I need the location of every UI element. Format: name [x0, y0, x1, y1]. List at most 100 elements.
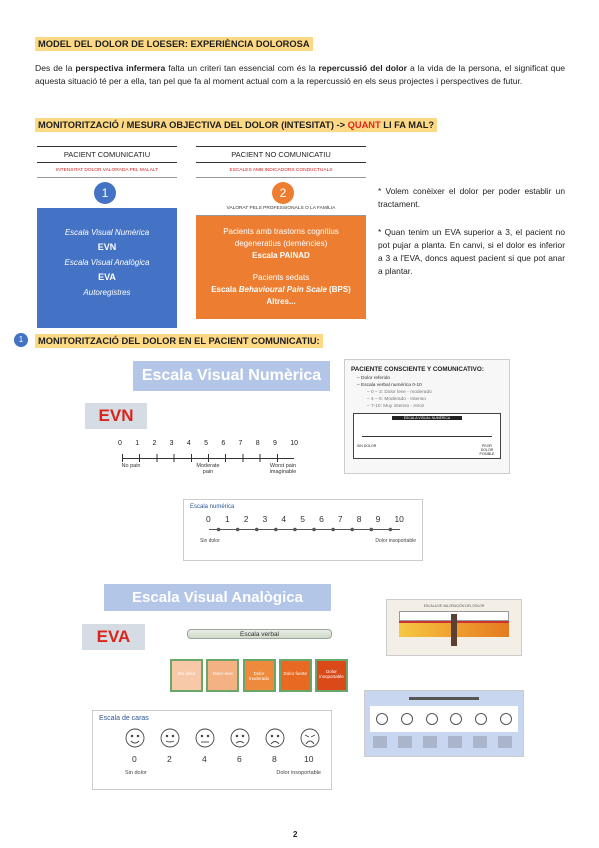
- caras-faces: [125, 728, 320, 748]
- item-bps-a: Escala: [211, 285, 239, 294]
- face-num-4: 4: [202, 754, 207, 764]
- intro-text-3: a la vida de la persona, el significat q…: [35, 63, 566, 86]
- box-pacient-comunicatiu: PACIENT COMUNICATIU INTENSITAT DOLOR VAL…: [37, 146, 177, 328]
- verbal-box-moderado: Dolor moderado: [242, 659, 276, 692]
- evn-banner: Escala Visual Numèrica: [133, 361, 330, 391]
- numerica-right: Dolor insoportable: [375, 538, 416, 544]
- evn-num-1: 1: [135, 440, 140, 447]
- face-num-0: 0: [132, 754, 137, 764]
- face-num-8: 8: [272, 754, 277, 764]
- consciente-left: SIN DOLOR: [357, 444, 377, 448]
- item-bps-c: (BPS): [326, 285, 351, 294]
- evn-num-10: 10: [290, 440, 298, 447]
- num-10: 10: [394, 514, 404, 524]
- badge-1: 1: [94, 182, 116, 204]
- section3-badge: 1: [14, 333, 28, 347]
- evn-num-3: 3: [169, 440, 174, 447]
- face-6-icon: [230, 728, 250, 748]
- num-7: 7: [337, 514, 343, 524]
- evn-label-no-pain: No pain: [121, 463, 141, 469]
- evn-label-worst: Worst pain imaginable: [269, 463, 297, 475]
- consciente-l1: – Dolor referido: [357, 376, 391, 381]
- faces-blue-card: [364, 690, 524, 757]
- item-sedats: Pacients sedats: [252, 273, 310, 282]
- blue-face-3-icon: [425, 713, 438, 725]
- num-3: 3: [262, 514, 268, 524]
- ruler-title: ESCALA DE VALORACIÓN DEL DOLOR: [423, 604, 485, 608]
- intro-text-2: falta un criteri tan essencial com és la: [165, 63, 319, 73]
- evn-num-8: 8: [255, 440, 260, 447]
- item-altres: Altres...: [266, 297, 296, 306]
- box-right-body: Pacients amb trastorns cognitius degener…: [196, 216, 366, 319]
- box-right-sub2: VALORAT PELS PROFESSIONALS O LA FAMÍLIA: [196, 206, 366, 216]
- num-4: 4: [281, 514, 287, 524]
- num-9: 9: [375, 514, 381, 524]
- escala-caras-card: Escala de caras 0 2 4 6 8 10 Sin dolor D…: [92, 710, 332, 790]
- verbal-boxes: Sin dolor Dolor leve Dolor moderado Dolo…: [170, 659, 348, 693]
- badge-2: 2: [272, 182, 294, 204]
- section2-title-quant: QUANT: [347, 120, 381, 130]
- caras-numbers: 0 2 4 6 8 10: [93, 754, 331, 768]
- consciente-l4: – 4 – 6: Moderado - Intenso: [367, 397, 426, 402]
- consciente-l5: – 7-10: Muy intenso - Atroz: [367, 404, 425, 409]
- faces-blue-header: [409, 697, 479, 700]
- num-0: 0: [206, 514, 211, 524]
- item-autoregistres: Autoregistres: [83, 288, 131, 297]
- caras-right: Dolor insoportable: [276, 770, 321, 776]
- section2-title-a: MONITORITZACIÓ / MESURA OBJECTIVA DEL DO…: [38, 120, 348, 130]
- caras-left: Sin dolor: [125, 770, 147, 776]
- evn-line-ticks: [122, 454, 294, 462]
- num-5: 5: [300, 514, 305, 524]
- evn-tag: EVN: [85, 403, 147, 429]
- blue-face-1-icon: [376, 713, 389, 725]
- eva-tag: EVA: [82, 624, 145, 650]
- face-num-10: 10: [304, 754, 314, 764]
- item-eva: EVA: [98, 272, 116, 282]
- consciente-l3: – 0 – 3: Dolor leve - moderado: [367, 390, 432, 395]
- consciente-evn-box: ESCALA VISUAL NUMÉRICA SIN DOLOR PEOR DO…: [353, 413, 501, 459]
- section3-title: MONITORITZACIÓ DEL DOLOR EN EL PACIENT C…: [35, 334, 323, 348]
- item-eva-full: Escala Visual Analògica: [64, 258, 150, 267]
- faces-blue-strip: [370, 706, 518, 732]
- verbal-box-leve: Dolor leve: [206, 659, 240, 692]
- face-4-icon: [195, 728, 215, 748]
- face-8-icon: [265, 728, 285, 748]
- numerica-numbers: 0 1 2 3 4 5 6 7 8 9 10: [184, 514, 422, 524]
- num-8: 8: [356, 514, 362, 524]
- numerica-title: Escala numérica: [190, 504, 235, 510]
- caras-title: Escala de caras: [99, 715, 149, 722]
- item-demencies: degeneratius (demències): [234, 239, 328, 248]
- intro-bold-2: repercussió del dolor: [318, 63, 408, 73]
- box-left-sub: INTENSITAT DOLOR VALORADA PEL MALALT: [37, 163, 177, 178]
- verbal-box-insoportable: Dolor insoportable: [315, 659, 348, 692]
- item-painad: Escala PAINAD: [252, 251, 310, 260]
- paciente-consciente-card: PACIENTE CONSCIENTE Y COMUNICATIVO: – Do…: [344, 359, 510, 474]
- evn-num-2: 2: [152, 440, 157, 447]
- item-trastorns: Pacients amb trastorns cognitius: [223, 227, 339, 236]
- box-right-sub: ESCALES AMB INDICADORS CONDUCTUALS: [196, 163, 366, 178]
- evn-num-0: 0: [118, 440, 122, 447]
- item-evn-full: Escala Visual Numèrica: [64, 228, 150, 237]
- consciente-right: PEOR DOLOR POSIBLE: [479, 444, 495, 456]
- evn-label-moderate: Moderate pain: [196, 463, 220, 475]
- blue-face-6-icon: [499, 713, 512, 725]
- face-2-icon: [160, 728, 180, 748]
- header-title: MODEL DEL DOLOR DE LOESER: EXPERIÈNCIA D…: [35, 37, 313, 51]
- eva-banner: Escala Visual Analògica: [104, 584, 331, 611]
- escala-verbal-bar: Escala verbal: [187, 629, 332, 639]
- numerica-left: Sin dolor: [200, 538, 220, 544]
- num-6: 6: [319, 514, 324, 524]
- item-evn: EVN: [97, 242, 117, 252]
- evn-line: [122, 449, 294, 462]
- evn-num-4: 4: [186, 440, 191, 447]
- consciente-l2: – Escala verbal numérica 0-10: [357, 383, 422, 388]
- evn-num-6: 6: [221, 440, 226, 447]
- note-1: * Volem conèixer el dolor per poder esta…: [378, 186, 565, 209]
- consciente-line: [362, 436, 492, 437]
- numerica-line: [209, 527, 400, 533]
- eva-ruler-card: ESCALA DE VALORACIÓN DEL DOLOR: [386, 599, 522, 656]
- ruler-slider: [451, 614, 457, 646]
- face-10-icon: [300, 728, 320, 748]
- blue-face-5-icon: [474, 713, 487, 725]
- note-2: * Quan tenim un EVA superior a 3, el pac…: [378, 227, 565, 276]
